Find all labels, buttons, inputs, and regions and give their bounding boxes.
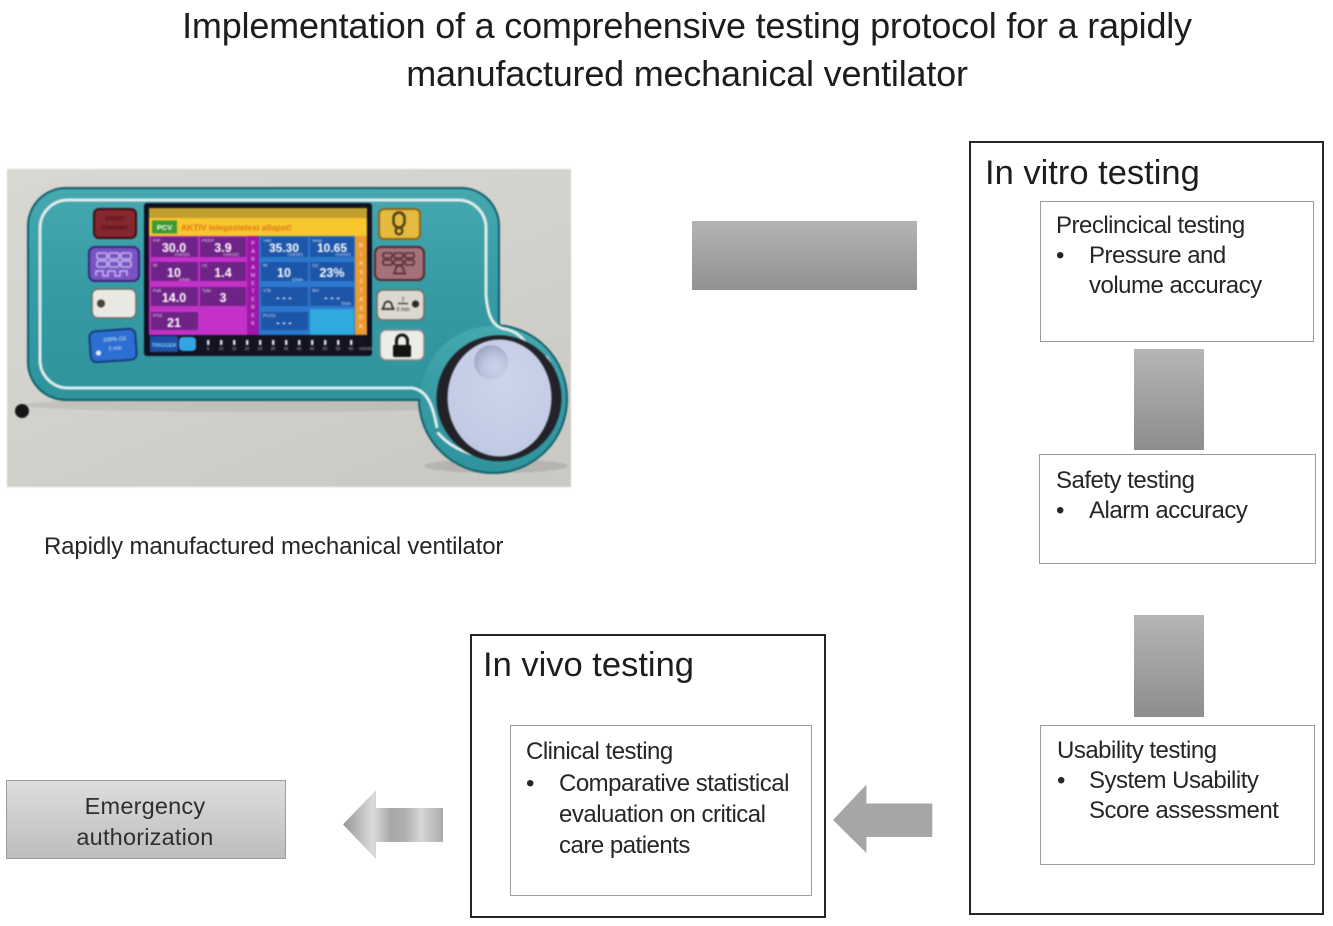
- svg-text:40: 40: [297, 346, 302, 351]
- svg-text:3 min: 3 min: [108, 345, 122, 352]
- svg-text:T: T: [359, 288, 363, 294]
- svg-text:PCO2: PCO2: [263, 313, 276, 318]
- svg-text:MV: MV: [312, 288, 320, 293]
- svg-text:35: 35: [284, 346, 289, 351]
- svg-text:30.0: 30.0: [162, 241, 186, 255]
- svg-text:VTe: VTe: [263, 288, 271, 293]
- svg-text:P: P: [251, 241, 255, 247]
- svg-text:cmH2O: cmH2O: [359, 346, 374, 351]
- svg-text:1/min: 1/min: [292, 277, 304, 282]
- svg-text:Vexp: Vexp: [312, 238, 323, 243]
- svg-text:A: A: [359, 261, 363, 267]
- svg-text:R: R: [251, 257, 255, 263]
- svg-text:- - -: - - -: [324, 293, 340, 304]
- svg-text:- - -: - - -: [276, 293, 292, 304]
- svg-text:15: 15: [232, 346, 237, 351]
- svg-text:10.65: 10.65: [317, 241, 347, 255]
- svg-text:cmH2O: cmH2O: [223, 252, 239, 257]
- svg-text:10: 10: [167, 266, 181, 280]
- svg-text:K: K: [251, 321, 255, 327]
- svg-text:2: 2: [401, 297, 404, 303]
- svg-text:R: R: [251, 305, 255, 311]
- svg-text:55: 55: [336, 346, 341, 351]
- svg-text:1/min: 1/min: [179, 277, 191, 282]
- svg-text:21: 21: [167, 316, 181, 330]
- svg-text:S: S: [359, 306, 363, 312]
- svg-text:I: I: [360, 252, 362, 258]
- svg-text:STANDBY: STANDBY: [101, 226, 129, 232]
- svg-text:PCV: PCV: [157, 223, 172, 232]
- svg-text:O2: O2: [312, 263, 319, 268]
- svg-text:10: 10: [277, 266, 291, 280]
- svg-text:cmH2O: cmH2O: [335, 252, 351, 257]
- svg-text:AKTIV lelegeztetesi allapot!: AKTIV lelegeztetesi allapot!: [181, 223, 292, 233]
- svg-text:1.4: 1.4: [214, 266, 231, 280]
- svg-text:100% O2: 100% O2: [103, 336, 127, 344]
- svg-text:PIP: PIP: [153, 238, 160, 243]
- svg-text:A: A: [251, 265, 255, 271]
- svg-text:PO2: PO2: [153, 313, 163, 318]
- svg-text:M: M: [251, 273, 256, 279]
- svg-text:3.9: 3.9: [214, 241, 231, 255]
- svg-text:fR: fR: [263, 263, 268, 268]
- svg-text:I:E: I:E: [202, 263, 208, 268]
- svg-text:25: 25: [258, 346, 263, 351]
- svg-text:START: START: [106, 217, 125, 223]
- svg-text:E: E: [251, 313, 255, 319]
- svg-text:10: 10: [219, 346, 224, 351]
- svg-text:3 min: 3 min: [396, 307, 409, 313]
- svg-text:5: 5: [207, 346, 210, 351]
- svg-text:20: 20: [245, 346, 250, 351]
- svg-text:14.0: 14.0: [162, 291, 186, 305]
- svg-text:45: 45: [310, 346, 315, 351]
- svg-text:T: T: [251, 289, 255, 295]
- svg-text:TRIGGER: TRIGGER: [151, 343, 176, 349]
- svg-text:Tpla: Tpla: [202, 288, 211, 293]
- svg-text:50: 50: [323, 346, 328, 351]
- svg-text:O: O: [359, 315, 363, 321]
- svg-text:E: E: [251, 281, 255, 287]
- svg-text:- - -: - - -: [276, 318, 292, 329]
- svg-text:S: S: [359, 270, 363, 276]
- svg-text:E: E: [251, 297, 255, 303]
- svg-text:l/min: l/min: [341, 301, 351, 306]
- svg-text:A: A: [359, 297, 363, 303]
- svg-text:60: 60: [349, 346, 354, 351]
- svg-text:30: 30: [271, 346, 276, 351]
- svg-text:R: R: [359, 243, 363, 249]
- svg-text:Vtid: Vtid: [263, 238, 271, 243]
- svg-text:3: 3: [220, 291, 227, 305]
- svg-text:Patl: Patl: [153, 288, 161, 293]
- svg-text:23%: 23%: [319, 266, 344, 280]
- svg-text:fR: fR: [153, 263, 158, 268]
- svg-text:PEEP: PEEP: [202, 238, 214, 243]
- svg-text:K: K: [359, 324, 363, 330]
- svg-text:35.30: 35.30: [269, 241, 299, 255]
- svg-text:A: A: [251, 249, 255, 255]
- svg-text:cmH2O: cmH2O: [287, 252, 303, 257]
- svg-text:Z: Z: [359, 279, 363, 285]
- svg-text:cmH2O: cmH2O: [174, 252, 190, 257]
